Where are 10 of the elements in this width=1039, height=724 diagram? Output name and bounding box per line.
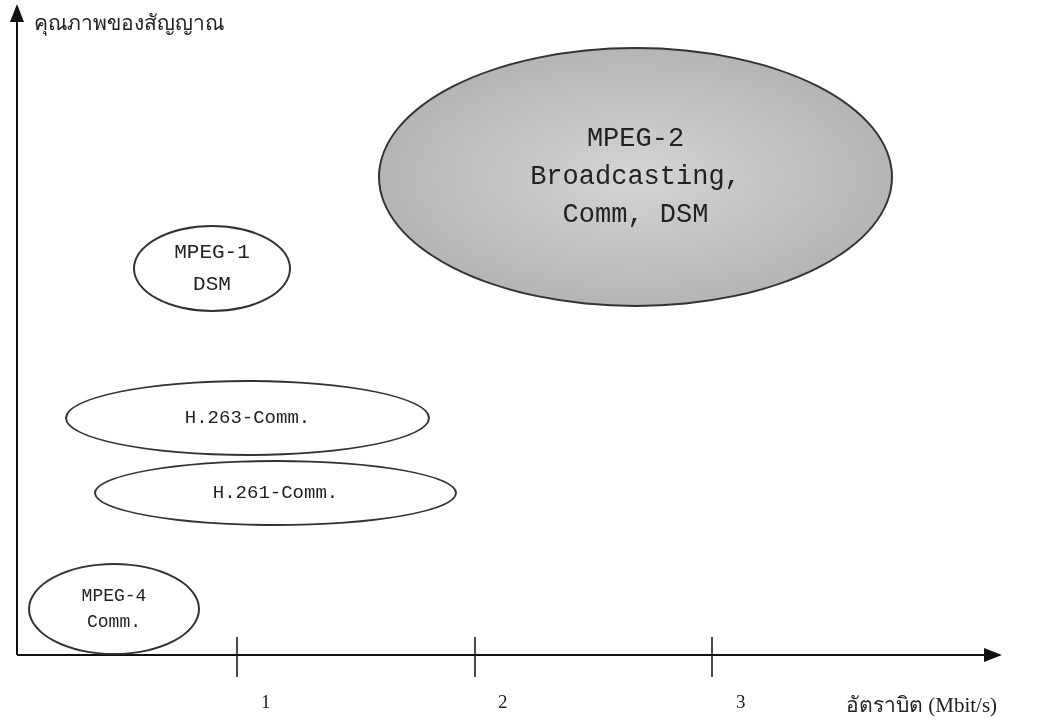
standard-label: MPEG-4 Comm.: [80, 585, 148, 634]
tick-label: 1: [261, 690, 271, 714]
x-axis-label: อัตราบิต (Mbit/s): [846, 692, 998, 719]
standard-label: H.263-Comm.: [183, 406, 312, 431]
standard-label: MPEG-2 Broadcasting, Comm, DSM: [529, 123, 742, 232]
tick-label: 2: [498, 690, 508, 714]
tick-label: 3: [736, 690, 746, 714]
standard-label: H.261-Comm.: [211, 481, 340, 506]
standard-label: MPEG-1 DSM: [173, 239, 251, 298]
y-axis-label: คุณภาพของสัญญาณ: [34, 10, 224, 38]
